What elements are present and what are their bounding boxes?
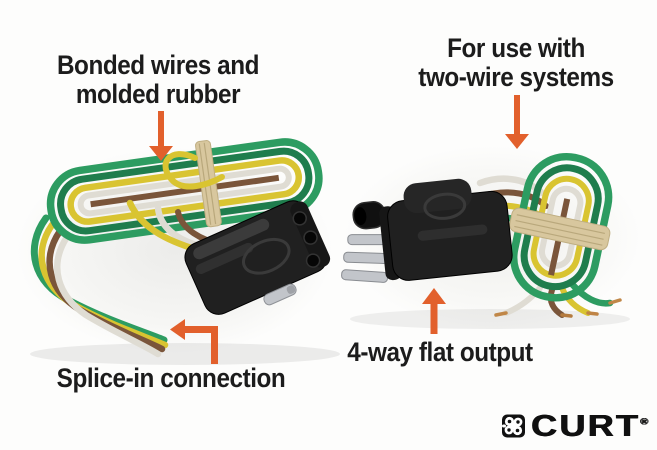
connector-emboss-oval: [242, 237, 291, 275]
connector-blade-pins: [341, 234, 389, 283]
four-way-arrow-up-icon: [422, 288, 446, 334]
connector-emboss-oval: [423, 192, 467, 220]
left-product-shadow: [30, 343, 340, 365]
connector-round-socket: [352, 201, 387, 230]
splice-ribbon-wires: [30, 214, 169, 358]
two-wire-coil: [509, 152, 613, 302]
connector-ridge: [193, 218, 270, 260]
left-connector: [184, 200, 331, 315]
connector-metal-pin: [263, 283, 297, 306]
splice-in-label-text: Splice-in connection: [56, 363, 286, 393]
two-wire-label-line2: two-wire systems: [418, 61, 614, 92]
right-connector: [341, 178, 513, 283]
splice-in-arrow-elbow-icon: [170, 318, 226, 364]
right-harness-photo: [341, 152, 630, 329]
bonded-wires-label: Bonded wires and molded rubber: [32, 51, 284, 108]
two-wire-arrow-down-icon: [505, 95, 529, 149]
bonded-wires-arrow-down-icon: [149, 111, 173, 161]
bonded-wires-label-line1: Bonded wires and: [56, 50, 260, 80]
bonded-wires-label-line2: molded rubber: [75, 78, 241, 109]
rubber-band: [509, 207, 611, 251]
four-way-flat-label: 4-way flat output: [332, 338, 548, 367]
trademark-symbol: ®: [640, 416, 648, 427]
splice-in-label: Splice-in connection: [36, 364, 306, 393]
two-wire-label-line1: For use with: [447, 33, 585, 63]
curt-wordmark: CURT®: [531, 408, 648, 443]
stray-yellow-wire: [162, 151, 225, 190]
left-harness-photo: [30, 138, 340, 365]
connector-socket-holes: [292, 211, 321, 268]
curt-clover-emblem-icon: [502, 414, 525, 437]
curt-logo: CURT®: [501, 410, 648, 441]
four-way-label-text: 4-way flat output: [347, 337, 533, 367]
two-wire-systems-label: For use with two-wire systems: [390, 34, 642, 91]
